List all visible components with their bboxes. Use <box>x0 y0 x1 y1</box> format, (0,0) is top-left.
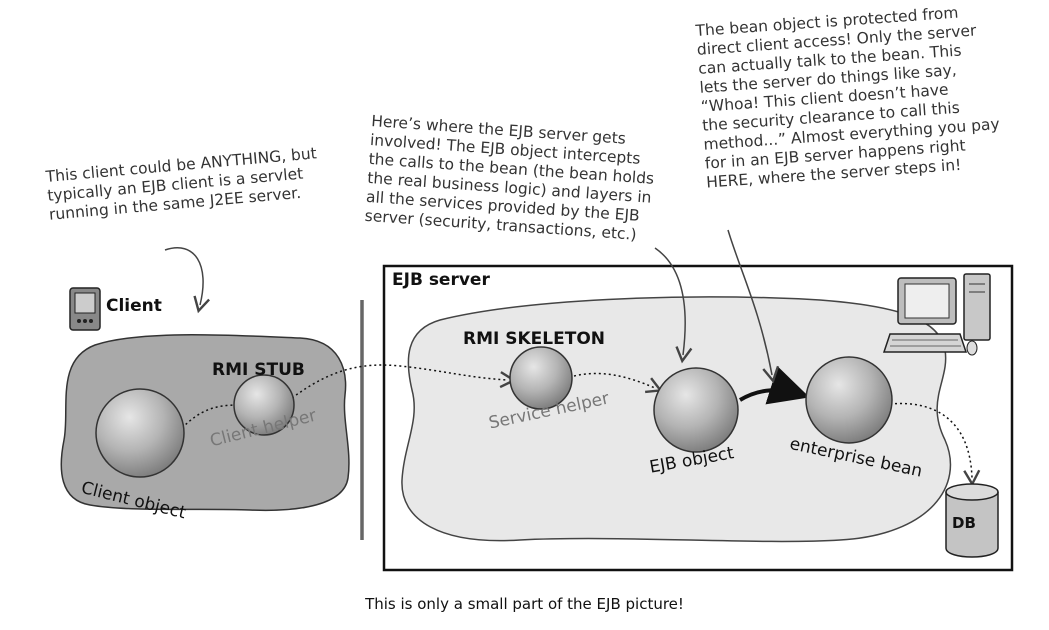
pointer-bean-note <box>727 229 780 384</box>
pointer-client-note <box>164 247 210 314</box>
rmi-stub-label: RMI STUB <box>212 360 305 380</box>
bean-protection-annotation: The bean object is protected from direct… <box>695 3 1001 192</box>
enterprise-bean-sphere <box>805 356 893 444</box>
computer-icon <box>882 273 991 356</box>
ejb-object-sphere <box>653 367 739 453</box>
figure-caption: This is only a small part of the EJB pic… <box>365 595 684 613</box>
client-label: Client <box>106 296 162 316</box>
rmi-skeleton-label: RMI SKELETON <box>463 329 606 349</box>
link-object-stub <box>181 404 239 429</box>
arrow-ejbobject-bean <box>738 366 810 405</box>
pointer-server-note <box>654 247 693 364</box>
client-object-sphere <box>95 388 185 478</box>
service-helper-sphere <box>509 346 573 410</box>
link-bean-db <box>889 402 981 487</box>
database-icon <box>945 483 999 558</box>
ejb-server-label: EJB server <box>392 270 490 290</box>
link-stub-skeleton <box>291 364 517 399</box>
pda-icon <box>69 287 101 331</box>
ejb-server-annotation: Here’s where the EJB server gets involve… <box>364 112 655 244</box>
db-label: DB <box>952 514 976 532</box>
client-helper-sphere <box>233 374 295 436</box>
